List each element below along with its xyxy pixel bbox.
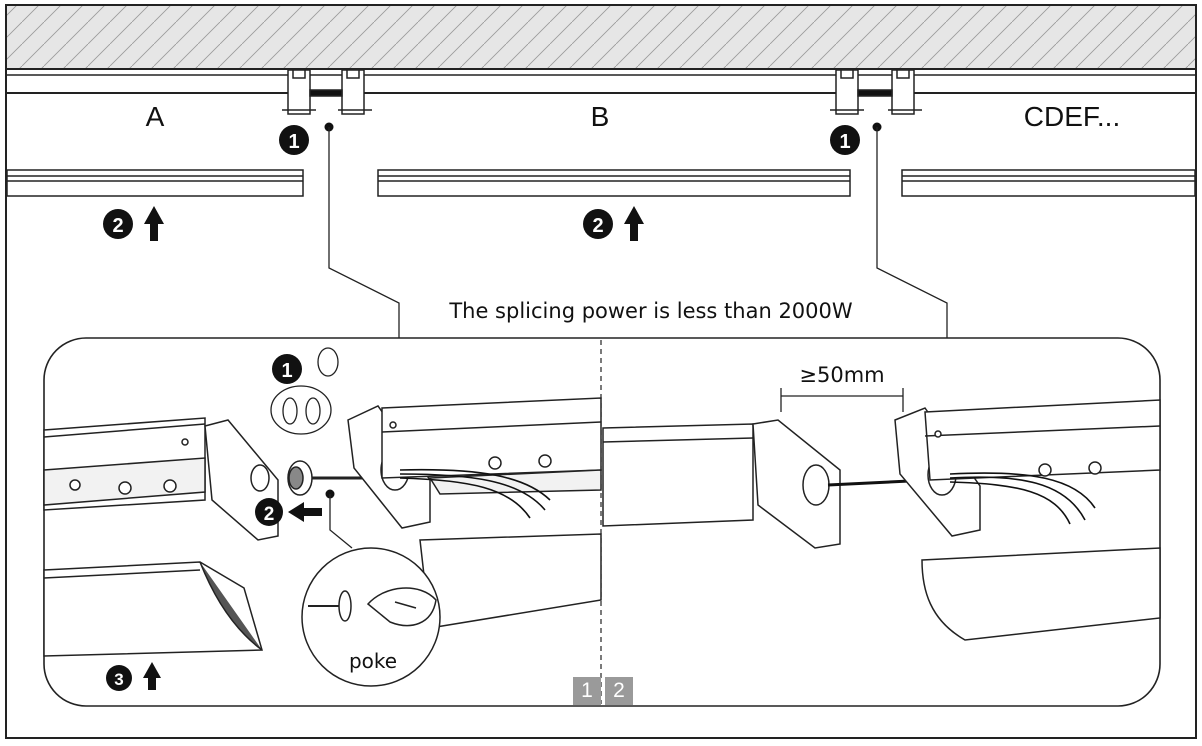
leader-line-left xyxy=(328,127,400,338)
step-badge-2-detail: 2 xyxy=(255,498,322,526)
outer-frame xyxy=(5,4,1197,739)
gap-label: ≥50mm xyxy=(799,363,884,387)
step-badge-3: 3 xyxy=(106,662,161,691)
leader-line-right xyxy=(876,127,948,338)
step-badge-1-detail: 1 xyxy=(272,354,302,384)
step-badge-2-left: 2 xyxy=(103,206,164,241)
power-note: The splicing power is less than 2000W xyxy=(448,299,853,323)
gap-dimension xyxy=(780,388,904,412)
up-arrow-icon xyxy=(624,206,644,241)
svg-text:1: 1 xyxy=(839,131,850,153)
poke-magnifier xyxy=(301,547,441,687)
svg-text:1: 1 xyxy=(288,131,299,153)
step-badge-1-left: 1 xyxy=(279,125,309,155)
fixture-joined-left xyxy=(602,419,841,549)
svg-text:2: 2 xyxy=(592,215,603,237)
fixture-joined-right xyxy=(894,399,1161,641)
svg-text:2: 2 xyxy=(112,215,123,237)
step-badge-2-mid: 2 xyxy=(583,206,644,241)
cable-wires xyxy=(399,468,551,519)
svg-text:1: 1 xyxy=(281,360,292,382)
fixture-end-b xyxy=(347,397,602,629)
grommet-inset xyxy=(270,347,339,435)
poke-label: poke xyxy=(349,649,397,673)
diffuser-piece xyxy=(43,561,263,657)
up-arrow-icon xyxy=(143,662,161,690)
svg-text:2: 2 xyxy=(264,504,275,525)
step-tab-2[interactable]: 2 xyxy=(605,677,633,705)
left-arrow-icon xyxy=(288,502,322,522)
step-badge-1-right: 1 xyxy=(830,125,860,155)
segment-label-cdef: CDEF... xyxy=(1024,101,1120,132)
cable-wires-right xyxy=(949,472,1096,525)
step-tab-1[interactable]: 1 xyxy=(573,677,601,705)
up-arrow-icon xyxy=(144,206,164,241)
segment-label-a: A xyxy=(146,101,165,132)
connector-clamp-1 xyxy=(282,69,372,115)
top-track xyxy=(7,74,1195,94)
segment-label-b: B xyxy=(591,101,610,132)
connector-clamp-2 xyxy=(830,69,922,115)
diffuser-rails xyxy=(6,169,1196,197)
svg-text:3: 3 xyxy=(114,670,123,689)
ceiling xyxy=(7,6,1195,70)
